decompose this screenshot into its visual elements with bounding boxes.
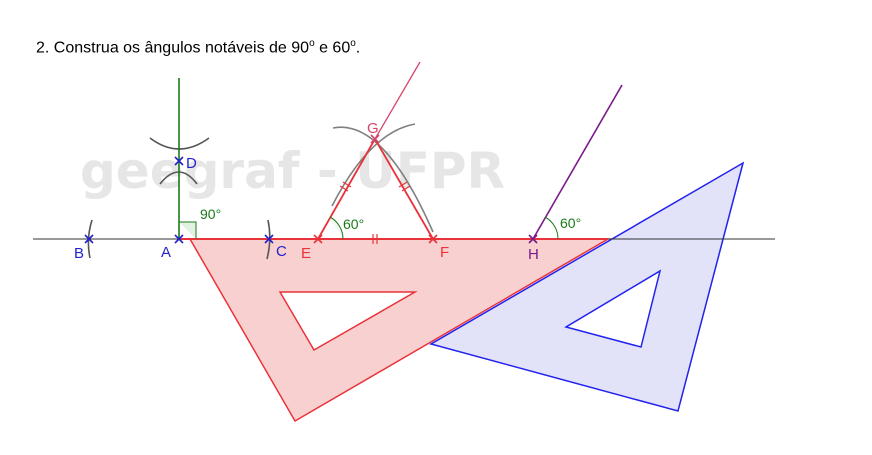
tick-eg-1 [339, 185, 349, 192]
watermark: geegraf - UFPR [80, 142, 505, 200]
equal-length-ticks [339, 181, 411, 244]
tick-eg-2 [342, 181, 352, 188]
point-c-marker [264, 234, 274, 244]
angle-arc-e [329, 216, 344, 240]
tick-gf-1 [398, 181, 408, 188]
blue-set-square [429, 161, 745, 412]
degree-superscript-1: o [309, 38, 315, 49]
label-f: F [440, 244, 449, 261]
instruction-suffix: . [355, 39, 361, 57]
label-h: H [528, 246, 539, 263]
point-a-marker [174, 234, 184, 244]
tick-gf-2 [401, 185, 411, 192]
degree-superscript-2: o [350, 38, 356, 49]
label-g: G [367, 120, 379, 137]
label-c: C [276, 243, 287, 260]
arc-from-e [332, 126, 434, 233]
angle-arc-h [544, 216, 559, 240]
label-b: B [74, 245, 84, 262]
point-markers [84, 134, 538, 244]
angle-label-90: 90° [200, 206, 221, 222]
side-gf [374, 138, 434, 240]
instruction-text: 2. Construa os ângulos notáveis de 90o e… [36, 38, 360, 57]
angle-label-60-h: 60° [560, 215, 581, 231]
compass-arcs-equilateral [331, 123, 434, 233]
instruction-middle: e 60 [314, 39, 351, 57]
side-eg [317, 138, 376, 240]
point-b-marker [84, 234, 94, 244]
instruction-prefix: 2. Construa os ângulos notáveis de 90 [36, 39, 310, 57]
label-d: D [186, 155, 197, 172]
right-angle-marker [179, 221, 197, 239]
point-d-marker [174, 156, 184, 166]
label-e: E [301, 245, 311, 262]
label-a: A [161, 244, 171, 261]
parallel-line-h [532, 84, 623, 240]
point-e-marker [313, 234, 323, 244]
point-h-marker [528, 234, 538, 244]
point-labels: B A C D E F G H [74, 120, 539, 263]
blue-set-square-body [429, 161, 745, 412]
point-g-marker [370, 134, 380, 144]
ray-eg-extension [374, 61, 421, 140]
angle-label-60-e: 60° [343, 216, 364, 232]
arc-from-f [331, 123, 416, 207]
point-f-marker [428, 234, 438, 244]
